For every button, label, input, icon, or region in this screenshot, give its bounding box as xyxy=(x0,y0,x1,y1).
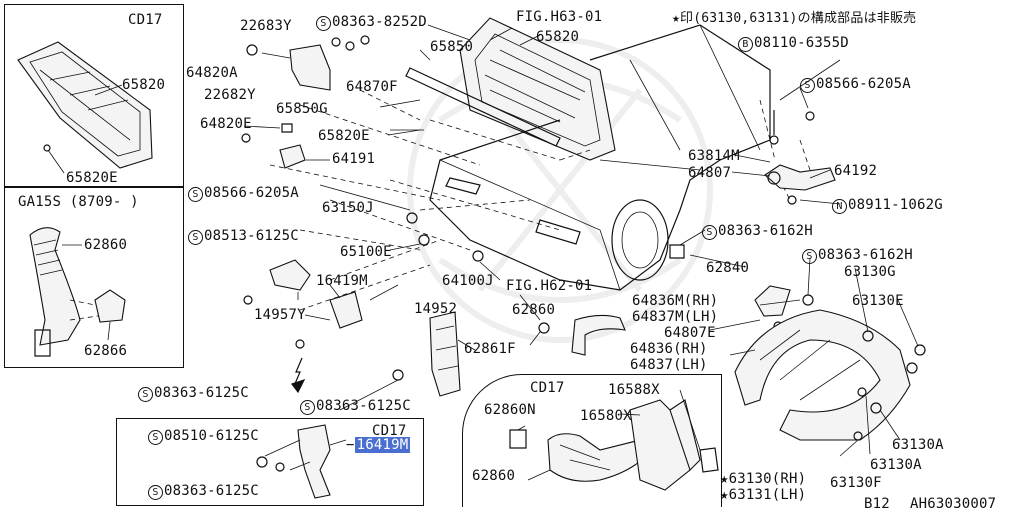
nut-symbol: N xyxy=(832,199,847,214)
label-63150j[interactable]: 63150J xyxy=(322,200,374,216)
inset-ga15s-title: GA15S (8709- ) xyxy=(18,194,139,210)
inset-cd17-frame xyxy=(4,4,184,188)
inset-mid-part-16588x[interactable]: 16588X xyxy=(608,382,660,398)
footer-code: AH63030007 xyxy=(910,496,997,512)
label-leaders xyxy=(304,24,841,321)
label-22683y[interactable]: 22683Y xyxy=(240,18,292,34)
hinge-drawing xyxy=(241,35,424,169)
label-62860-mid[interactable]: 62860 xyxy=(512,302,556,318)
latch-drawing xyxy=(243,212,685,411)
screw-symbol: S xyxy=(148,430,163,445)
label-63130-rh[interactable]: ★63130(RH) xyxy=(720,471,807,487)
bottom-inset-drawing xyxy=(256,424,347,499)
label-64192[interactable]: 64192 xyxy=(834,163,878,179)
non-sale-note: ★印(63130,63131)の構成部品は非販売 xyxy=(672,11,917,26)
label-63130e[interactable]: 63130E xyxy=(852,293,904,309)
label-65850[interactable]: 65850 xyxy=(430,39,474,55)
car-body-drawing xyxy=(429,24,771,291)
screw-symbol: S xyxy=(188,230,203,245)
inset-ga15s-part-62860[interactable]: 62860 xyxy=(84,237,128,253)
label-64807e[interactable]: 64807E xyxy=(664,325,716,341)
label-64837m[interactable]: 64837M(LH) xyxy=(632,309,719,325)
screw-symbol: S xyxy=(802,249,817,264)
label-64836m[interactable]: 64836M(RH) xyxy=(632,293,719,309)
label-63130a-1[interactable]: 63130A xyxy=(892,437,944,453)
screw-symbol: S xyxy=(148,485,163,500)
label-64870f[interactable]: 64870F xyxy=(346,79,398,95)
label-63130a-2[interactable]: 63130A xyxy=(870,457,922,473)
screw-symbol: S xyxy=(138,387,153,402)
inset-ga15s-frame xyxy=(4,186,184,368)
screw-symbol: S xyxy=(702,225,717,240)
label-64807[interactable]: 64807 xyxy=(688,165,732,181)
label-64820e[interactable]: 64820E xyxy=(200,116,252,132)
inset-mid-part-62860[interactable]: 62860 xyxy=(472,468,516,484)
fig-ref-h62[interactable]: FIG.H62-01 xyxy=(506,278,593,294)
label-64820a[interactable]: 64820A xyxy=(186,65,238,81)
inset-cd17-part-65820e[interactable]: 65820E xyxy=(66,170,118,186)
label-64100j[interactable]: 64100J xyxy=(442,273,494,289)
selected-part-16419m[interactable]: −16419M xyxy=(346,437,411,453)
bolt-symbol: B xyxy=(738,37,753,52)
selected-part-highlight: 16419M xyxy=(354,437,411,453)
label-14952[interactable]: 14952 xyxy=(414,301,458,317)
label-22682y[interactable]: 22682Y xyxy=(204,87,256,103)
label-65820e[interactable]: 65820E xyxy=(318,128,370,144)
screw-symbol: S xyxy=(800,78,815,93)
label-16419m[interactable]: 16419M xyxy=(316,273,368,289)
star-mark: ★ xyxy=(720,471,729,487)
label-65820[interactable]: 65820 xyxy=(536,29,580,45)
label-14957y[interactable]: 14957Y xyxy=(254,307,306,323)
fender-protector-drawing xyxy=(709,110,926,457)
hood-cd17-drawing xyxy=(17,41,153,174)
fig-ref-h63[interactable]: FIG.H63-01 xyxy=(516,9,603,25)
inset-cd17-title: CD17 xyxy=(128,12,163,28)
label-63130g[interactable]: 63130G xyxy=(844,264,896,280)
footer-model: B12 xyxy=(864,496,890,512)
label-64191[interactable]: 64191 xyxy=(332,151,376,167)
inset-bottom-cd17-title: CD17 xyxy=(372,423,407,439)
label-63130f[interactable]: 63130F xyxy=(830,475,882,491)
label-62861f[interactable]: 62861F xyxy=(464,341,516,357)
inset-bottom-cd17-frame xyxy=(116,418,424,506)
screw-symbol: S xyxy=(300,400,315,415)
inset-mid-part-16580x[interactable]: 16580X xyxy=(580,408,632,424)
star-mark: ★ xyxy=(720,487,729,503)
inset-ga15s-part-62866[interactable]: 62866 xyxy=(84,343,128,359)
inset-mid-cd17-title: CD17 xyxy=(530,380,565,396)
inset-mid-cd17-frame xyxy=(462,374,722,507)
label-64837[interactable]: 64837(LH) xyxy=(630,357,708,373)
inset-cd17-part-65820[interactable]: 65820 xyxy=(122,77,166,93)
label-63814m[interactable]: 63814M xyxy=(688,148,740,164)
label-65850g[interactable]: 65850G xyxy=(276,101,328,117)
label-65100e[interactable]: 65100E xyxy=(340,244,392,260)
label-64836[interactable]: 64836(RH) xyxy=(630,341,708,357)
screw-symbol: S xyxy=(188,187,203,202)
hood-main-drawing xyxy=(405,17,616,161)
screw-symbol: S xyxy=(316,16,331,31)
label-63131-lh[interactable]: ★63131(LH) xyxy=(720,487,807,503)
inset-mid-part-62860n[interactable]: 62860N xyxy=(484,402,536,418)
label-62840[interactable]: 62840 xyxy=(706,260,750,276)
duct-ga15s-drawing xyxy=(29,227,126,357)
